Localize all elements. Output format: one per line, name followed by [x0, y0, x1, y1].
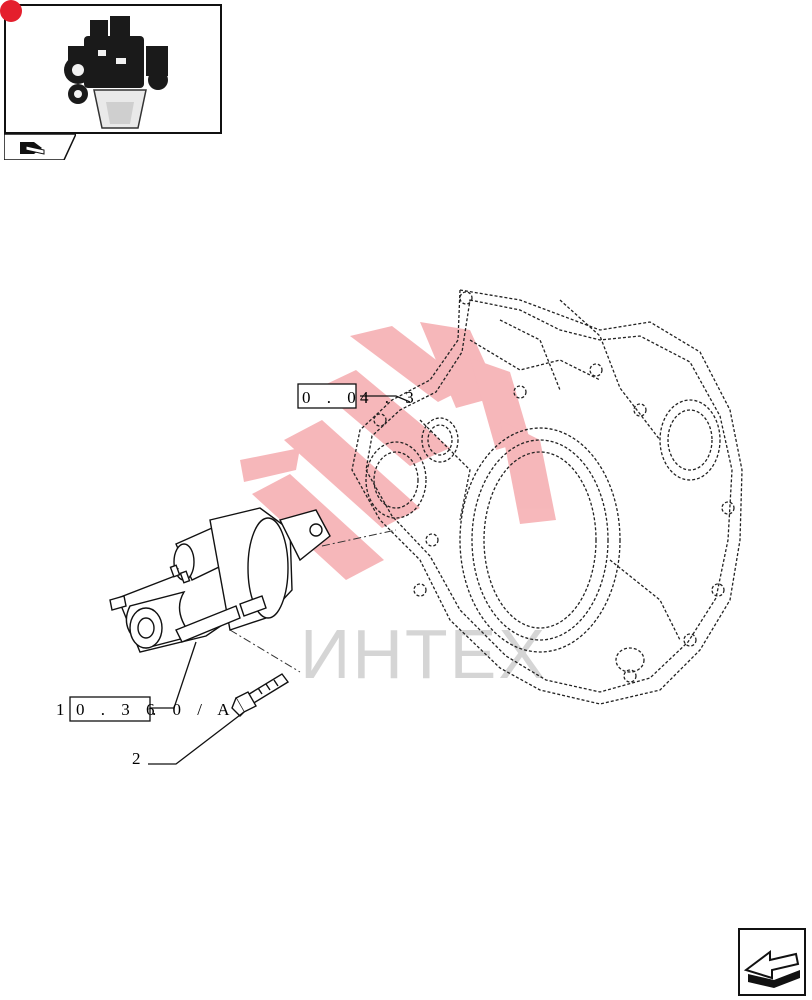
flywheel-housing [351, 289, 743, 705]
watermark-logo [240, 322, 556, 580]
leader-lines [148, 395, 411, 765]
callout-housing-boxed: 0 . 0 [302, 388, 362, 407]
next-page-button[interactable] [738, 928, 806, 996]
engine-thumbnail-frame[interactable] [0, 0, 222, 134]
red-corner-marker [0, 0, 22, 22]
watermark-text: ИНТЕХ [300, 615, 547, 693]
callout-box-housing[interactable] [297, 383, 357, 409]
alignment-lines [229, 529, 397, 673]
mounting-bolt [231, 673, 290, 717]
callout-starter-boxed: 0 . 3 6 [76, 700, 161, 719]
engine-thumbnail-icon [64, 16, 168, 129]
callout-starter-prefix: 1 [56, 700, 71, 719]
starter-motor [109, 507, 331, 653]
book-arrow-tab[interactable] [4, 134, 76, 160]
next-page-arrow-icon [743, 950, 800, 988]
callout-housing-suffix: 4 . 3 [360, 388, 420, 407]
callout-bolt-label: 2 [132, 749, 147, 768]
book-arrow-icon [20, 142, 45, 155]
callout-starter-suffix: . 0 / A [152, 700, 236, 719]
callout-box-starter[interactable] [69, 696, 151, 722]
